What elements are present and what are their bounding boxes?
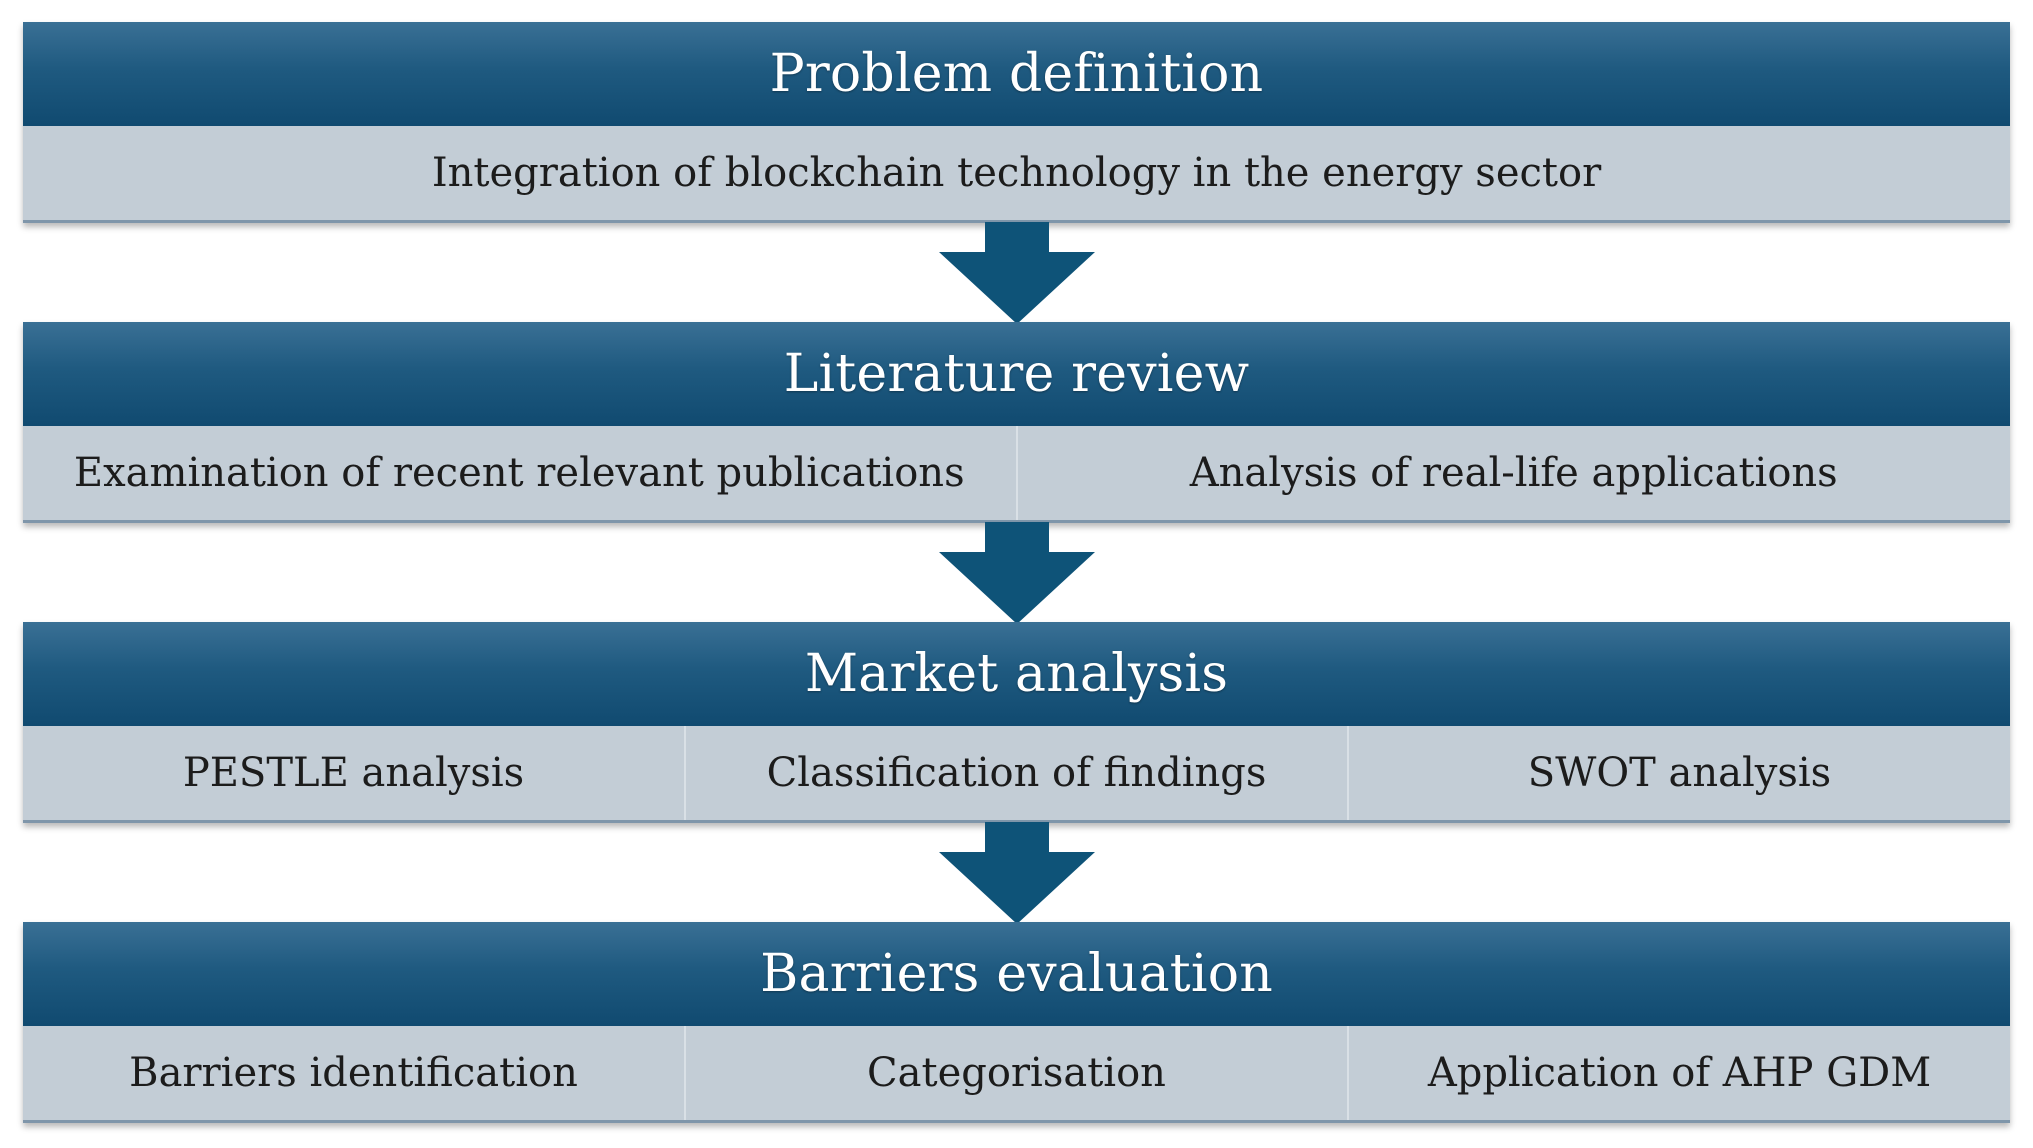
stage-barriers-evaluation: Barriers evaluation Barriers identificat… [23, 922, 2010, 1123]
stage-item: Categorisation [684, 1026, 1347, 1120]
stage-item: Analysis of real-life applications [1015, 426, 2011, 520]
stage-items: Examination of recent relevant publicati… [23, 426, 2010, 523]
stage-title: Barriers evaluation [23, 922, 2010, 1026]
stage-items: Integration of blockchain technology in … [23, 126, 2010, 223]
stage-item: Classification of findings [684, 726, 1347, 820]
stage-item: Application of AHP GDM [1347, 1026, 2010, 1120]
stage-item: Examination of recent relevant publicati… [73, 450, 965, 496]
stage-items: Barriers identification Categorisation A… [23, 1026, 2010, 1123]
stage-title: Market analysis [23, 622, 2010, 726]
stage-market-analysis: Market analysis PESTLE analysis Classifi… [23, 622, 2010, 823]
down-arrow-icon [939, 522, 1095, 624]
stage-title: Literature review [23, 322, 2010, 426]
stage-literature-review: Literature review Examination of recent … [23, 322, 2010, 523]
stage-item: PESTLE analysis [182, 750, 525, 796]
stage-problem-definition: Problem definition Integration of blockc… [23, 22, 2010, 223]
stage-item: Integration of blockchain technology in … [431, 150, 1602, 196]
down-arrow-icon [939, 222, 1095, 324]
stage-items: PESTLE analysis Classification of findin… [23, 726, 2010, 823]
stage-item: SWOT analysis [1347, 726, 2010, 820]
down-arrow-icon [939, 822, 1095, 924]
stage-title: Problem definition [23, 22, 2010, 126]
stage-item: Barriers identification [129, 1050, 578, 1096]
